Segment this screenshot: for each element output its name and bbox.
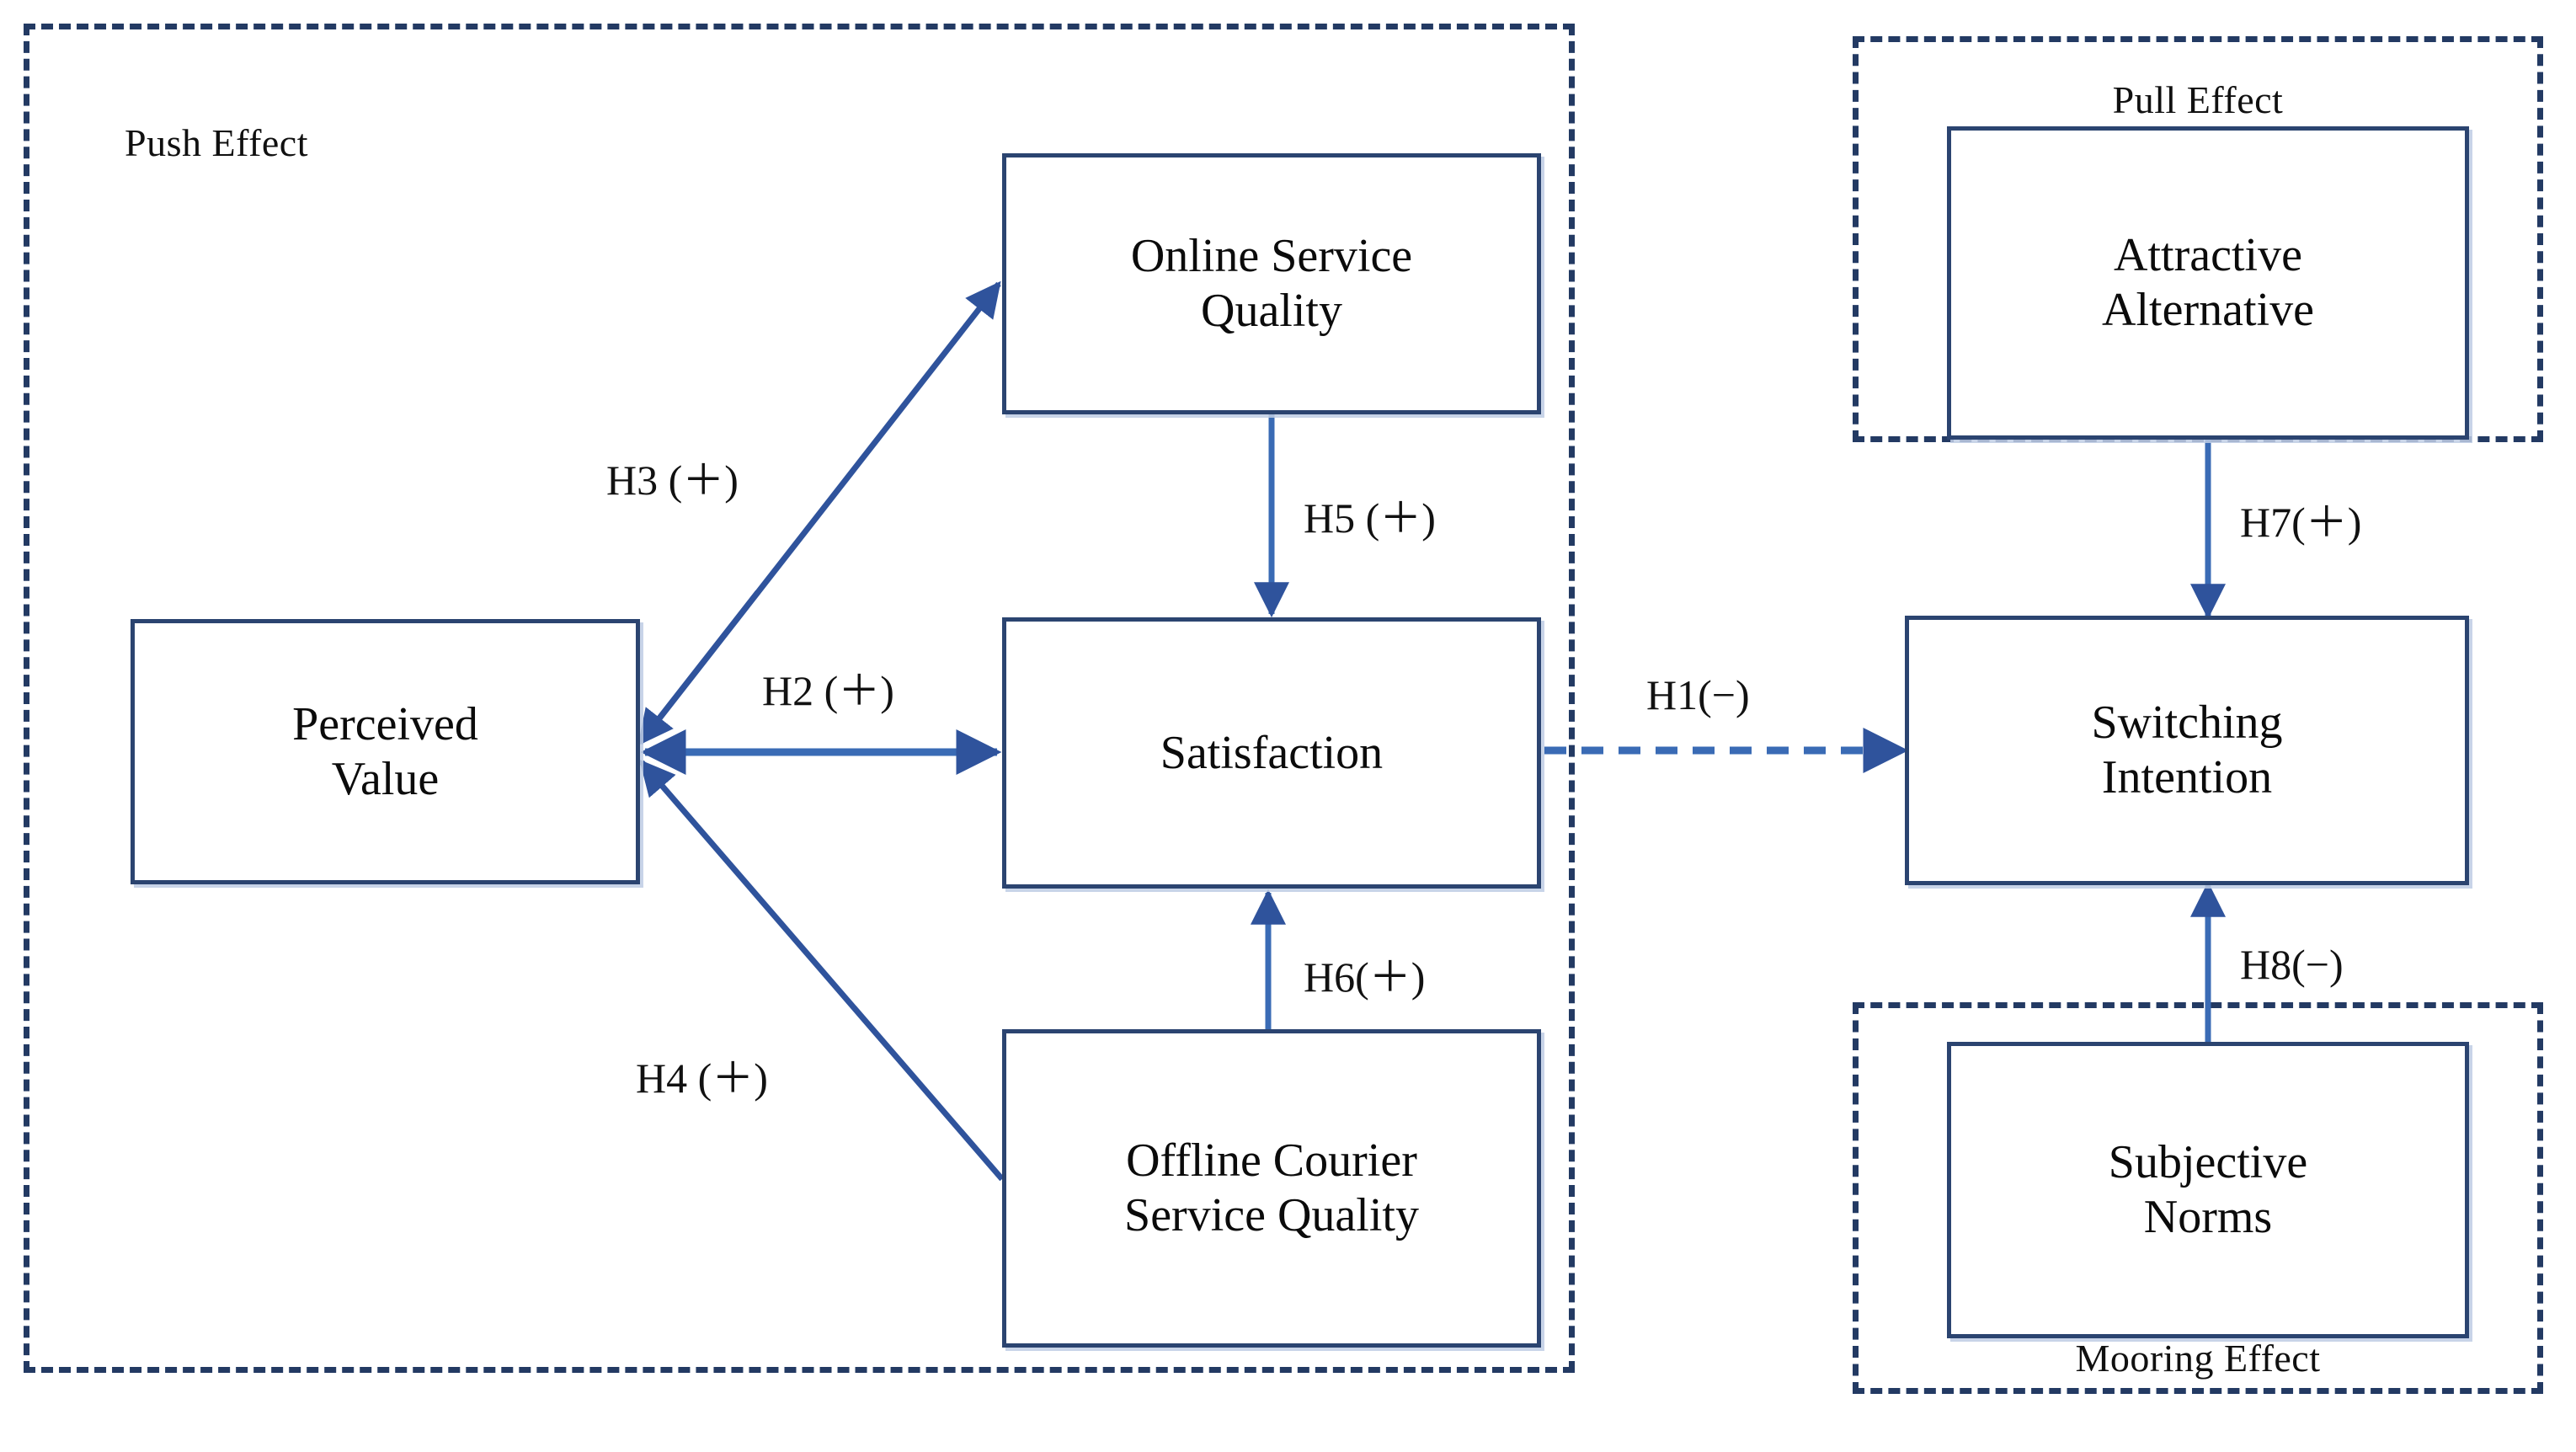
node-label-offline-courier-service-quality: Offline Courier Service Quality [1124,1134,1419,1241]
group-label-pull-effect: Pull Effect [2112,78,2284,121]
edge-label-h3: H3 (＋) [606,456,739,504]
node-label-subjective-norms: Subjective Norms [2108,1136,2308,1243]
node-label-switching-intention: Switching Intention [2091,697,2283,803]
group-push-effect [24,24,1575,1373]
edge-label-h7: H7(＋) [2240,499,2362,546]
node-label-perceived-value: Perceived Value [292,697,478,805]
edge-label-h6: H6(＋) [1304,953,1426,1001]
node-offline-courier-service-quality[interactable]: Offline Courier Service Quality [1002,1029,1541,1348]
edge-label-h2: H2 (＋) [762,667,894,714]
group-mooring-effect [1853,1002,2543,1394]
node-switching-intention[interactable]: Switching Intention [1905,616,2469,885]
node-satisfaction[interactable]: Satisfaction [1002,617,1541,889]
edge-label-h4: H4 (＋) [636,1054,768,1102]
node-subjective-norms[interactable]: Subjective Norms [1947,1042,2469,1338]
group-label-push-effect: Push Effect [125,121,309,164]
edge-label-h5: H5 (＋) [1304,494,1436,542]
group-label-mooring-effect: Mooring Effect [2075,1337,2321,1380]
node-online-service-quality[interactable]: Online Service Quality [1002,153,1541,414]
edge-label-h1: H1(−) [1646,671,1750,718]
edge-label-h8: H8(−) [2240,941,2344,988]
node-label-attractive-alternative: Attractive Alternative [2102,229,2314,336]
node-perceived-value[interactable]: Perceived Value [131,619,640,884]
node-label-satisfaction: Satisfaction [1160,726,1384,779]
node-label-online-service-quality: Online Service Quality [1130,230,1413,337]
node-attractive-alternative[interactable]: Attractive Alternative [1947,126,2469,440]
